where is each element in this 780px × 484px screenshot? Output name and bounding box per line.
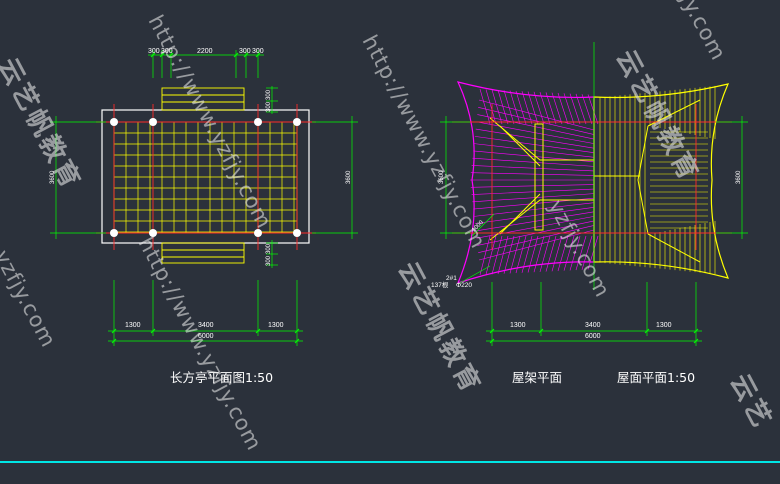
plan-bottom-dim-2: 3400	[198, 322, 214, 329]
roof-frame-hip-beams	[489, 117, 594, 241]
plan-bottom-dim-3: 1300	[268, 322, 284, 329]
roof-frame-outline	[456, 81, 595, 284]
watermark-url: http://www.yzfjy.com	[134, 233, 267, 455]
plan-columns	[110, 118, 301, 237]
roof-dimension-ticks	[489, 328, 699, 344]
roof-frame-title: 屋架平面	[512, 370, 562, 385]
roof-frame-callout-3: Φ220	[456, 282, 472, 289]
roof-dimension-lines	[440, 116, 748, 346]
plan-steps-top	[161, 87, 245, 111]
plan-dimension-ticks	[111, 52, 300, 344]
plan-top-dim-2: 300	[161, 48, 173, 55]
roof-surface-tiles	[599, 85, 716, 275]
watermark-url-short: yzfjy.com	[544, 196, 615, 301]
plan-upper-stack-dim-2: 300	[266, 101, 272, 112]
plan-steps-bottom	[161, 242, 245, 264]
roof-bottom-dim-3: 1300	[656, 322, 672, 329]
watermark-url: http://www.yzfjy.com	[358, 31, 491, 253]
watermark-url-short: yzfjy.com	[660, 0, 731, 65]
column	[149, 229, 157, 237]
plan-bottom-dim-1: 1300	[125, 322, 141, 329]
plan-bottom-total: 6000	[198, 333, 214, 340]
roof-surface-ridges	[594, 99, 701, 263]
roof-surface-outline	[593, 83, 730, 279]
column	[110, 229, 118, 237]
plan-upper-stack-dim-1: 300	[266, 89, 272, 100]
plan-title: 长方亭平面图1:50	[170, 370, 273, 385]
plan-left-dim: 3600	[50, 170, 56, 184]
roof-axis-lines	[452, 104, 732, 250]
column	[293, 229, 301, 237]
watermark-brand: 云艺帆教育	[0, 53, 87, 196]
plan-top-dim-3: 2200	[197, 48, 213, 55]
watermark-brand-short: 云艺	[724, 369, 778, 434]
column	[149, 118, 157, 126]
roof-surface-right-dim: 3600	[736, 170, 742, 184]
plan-top-dim-5: 300	[252, 48, 264, 55]
roof-frame-callout-2: 137根	[431, 280, 449, 289]
plan-lower-stack-dim-2: 300	[266, 255, 272, 266]
roof-bottom-dim-2: 3400	[585, 322, 601, 329]
roof-bottom-dim-1: 1300	[510, 322, 526, 329]
plan-dimension-lines	[50, 50, 358, 346]
plan-top-dim-4: 300	[239, 48, 251, 55]
watermark-url-short: yzfjy.com	[0, 246, 61, 351]
column	[110, 118, 118, 126]
plan-right-dim: 3600	[346, 170, 352, 184]
roof-surface-title: 屋面平面1:50	[617, 370, 695, 385]
column	[254, 118, 262, 126]
column	[293, 118, 301, 126]
watermark-brand: 云艺帆教育	[610, 45, 705, 188]
roof-frame-left-dim: 3600	[439, 170, 445, 184]
plan-axis-lines	[96, 104, 316, 250]
column	[254, 229, 262, 237]
plan-lower-stack-dim-1: 300	[266, 243, 272, 254]
plan-view: 300 300 2200 300 300 1300 3400 1300 6000…	[50, 48, 358, 385]
plan-top-dim-1: 300	[148, 48, 160, 55]
watermarks: http://www.yzfjy.com http://www.yzfjy.co…	[0, 0, 778, 455]
roof-frame-callout-1: 2#1	[446, 275, 457, 282]
roof-bottom-total: 6000	[585, 333, 601, 340]
roof-view: 3600 3600 1000 2#1 137根 Φ220 1300 3400 1…	[431, 42, 748, 385]
